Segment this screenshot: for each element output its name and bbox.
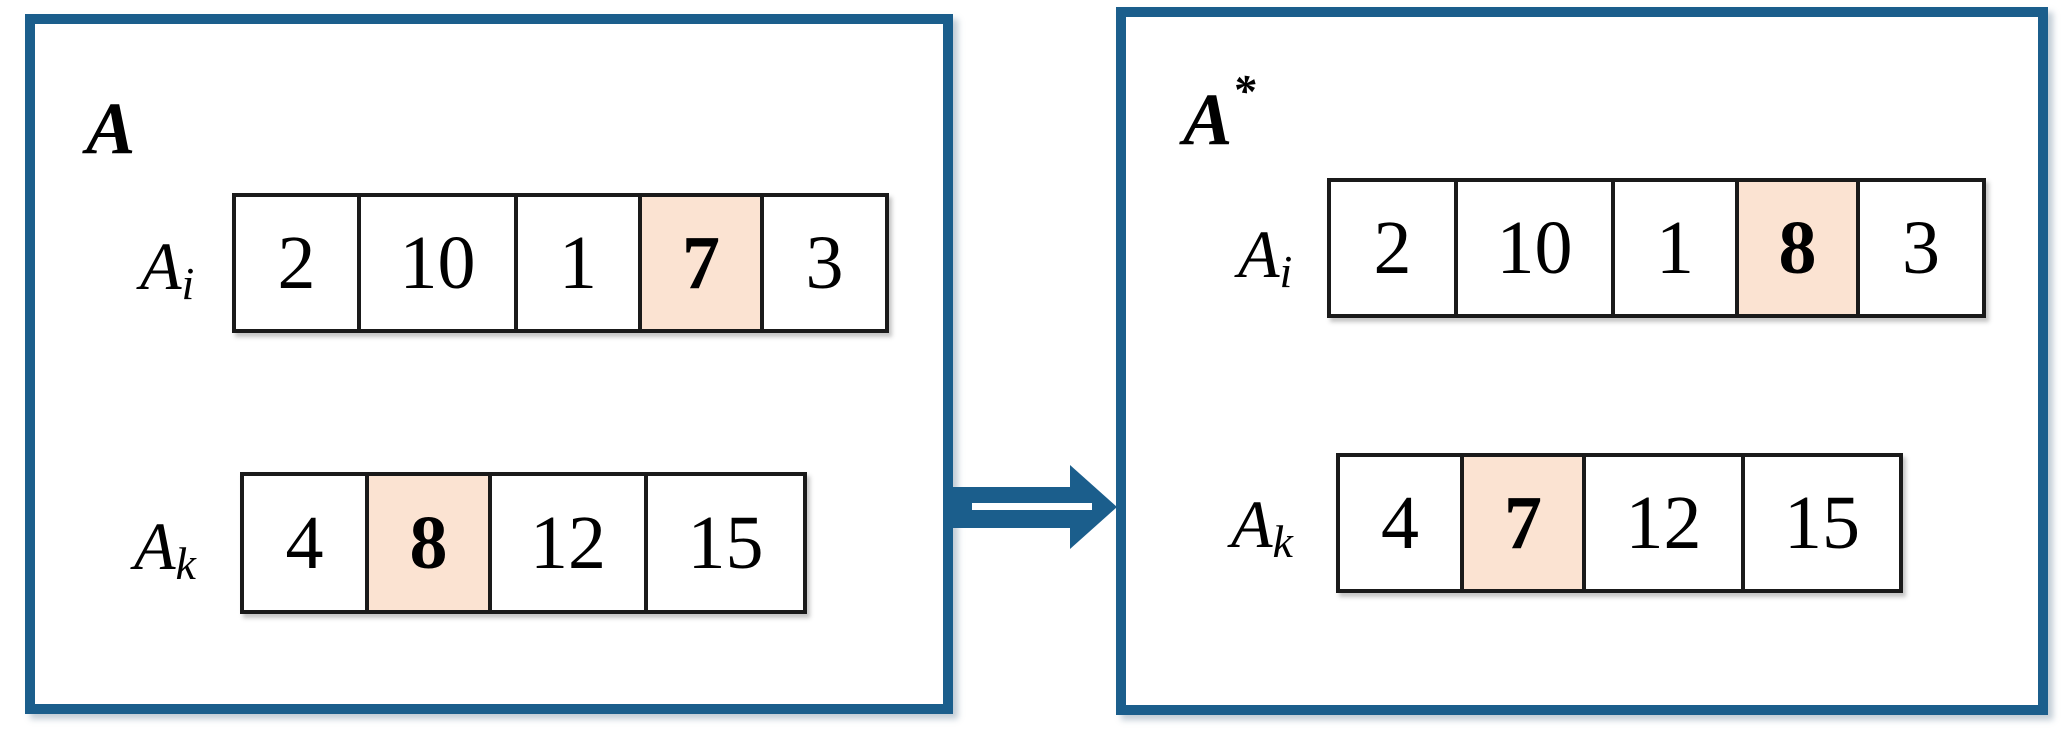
right-array-ak: 4 7 12 15 bbox=[1336, 453, 1903, 593]
left-panel-title: A bbox=[86, 92, 135, 166]
array-cell-highlighted: 8 bbox=[1739, 178, 1860, 318]
array-cell: 15 bbox=[648, 472, 807, 614]
array-cell: 10 bbox=[1458, 178, 1615, 318]
array-cell: 12 bbox=[492, 472, 648, 614]
array-cell: 2 bbox=[1327, 178, 1458, 318]
left-row-ak-label-base: A bbox=[134, 508, 176, 584]
left-panel-title-base: A bbox=[86, 88, 136, 170]
array-cell: 3 bbox=[1860, 178, 1986, 318]
left-row-ai-label-base: A bbox=[140, 228, 182, 304]
array-cell: 1 bbox=[518, 193, 642, 333]
array-cell: 12 bbox=[1586, 453, 1745, 593]
right-row-ak-label-sub: k bbox=[1272, 516, 1293, 567]
array-cell: 3 bbox=[764, 193, 889, 333]
array-cell: 15 bbox=[1745, 453, 1903, 593]
right-row-ak-label-base: A bbox=[1231, 486, 1273, 562]
array-cell-highlighted: 7 bbox=[642, 193, 764, 333]
array-cell: 1 bbox=[1615, 178, 1739, 318]
left-row-ai-label: Ai bbox=[140, 232, 194, 307]
right-row-ak-label: Ak bbox=[1231, 490, 1293, 565]
right-array-ai: 2 10 1 8 3 bbox=[1327, 178, 1986, 318]
swap-arrow-icon bbox=[948, 461, 1120, 553]
right-panel-title-sup: * bbox=[1232, 65, 1256, 116]
panel-after-swap bbox=[1116, 7, 2048, 715]
right-panel-title: A* bbox=[1183, 68, 1255, 158]
left-row-ak-label-sub: k bbox=[175, 538, 196, 589]
array-cell: 10 bbox=[361, 193, 518, 333]
left-array-ai: 2 10 1 7 3 bbox=[232, 193, 889, 333]
right-panel-title-base: A bbox=[1183, 79, 1233, 161]
array-cell: 4 bbox=[1336, 453, 1464, 593]
right-row-ai-label-sub: i bbox=[1279, 246, 1293, 297]
array-cell-highlighted: 8 bbox=[369, 472, 492, 614]
array-cell: 2 bbox=[232, 193, 361, 333]
left-array-ak: 4 8 12 15 bbox=[240, 472, 807, 614]
left-row-ak-label: Ak bbox=[134, 512, 196, 587]
array-cell-highlighted: 7 bbox=[1464, 453, 1586, 593]
right-row-ai-label: Ai bbox=[1238, 220, 1292, 295]
array-cell: 4 bbox=[240, 472, 369, 614]
left-row-ai-label-sub: i bbox=[181, 258, 195, 309]
right-row-ai-label-base: A bbox=[1238, 216, 1280, 292]
